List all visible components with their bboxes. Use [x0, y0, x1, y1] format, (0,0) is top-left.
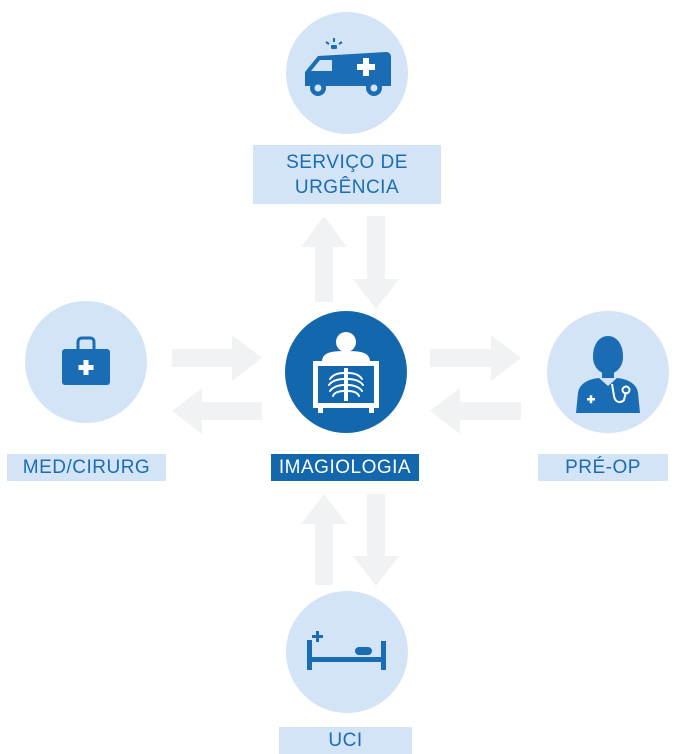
label-preop: PRÉ-OP	[538, 454, 668, 481]
uci-circle	[286, 591, 408, 713]
arrow-down-bottom	[353, 494, 399, 586]
xray-icon	[313, 332, 379, 413]
label-medcirurg: MED/CIRURG	[7, 454, 166, 481]
node-imagiologia	[285, 311, 407, 433]
ambulance-icon	[305, 38, 391, 96]
node-urgencia	[286, 12, 408, 134]
label-urgencia-line1: SERVIÇO DE	[286, 151, 408, 173]
node-uci	[286, 591, 408, 713]
arrow-right-left	[172, 335, 262, 381]
node-preop	[547, 311, 669, 433]
label-imagiologia: IMAGIOLOGIA	[271, 454, 419, 481]
label-uci: UCI	[279, 727, 412, 754]
label-servico-de-urgencia: SERVIÇO DE URGÊNCIA	[253, 145, 441, 204]
doctor-icon	[576, 336, 640, 413]
hospital-bed-icon	[307, 631, 386, 670]
arrow-down-top	[353, 216, 399, 309]
arrow-up-bottom	[301, 494, 347, 585]
arrow-left-right	[430, 388, 521, 434]
label-urgencia-line2: URGÊNCIA	[294, 176, 400, 198]
node-medcirurg	[25, 301, 147, 423]
arrow-left-left	[172, 388, 262, 434]
arrow-up-top	[301, 216, 347, 302]
arrows	[172, 216, 521, 586]
medical-kit-icon	[62, 336, 110, 385]
arrow-right-right	[430, 335, 521, 381]
